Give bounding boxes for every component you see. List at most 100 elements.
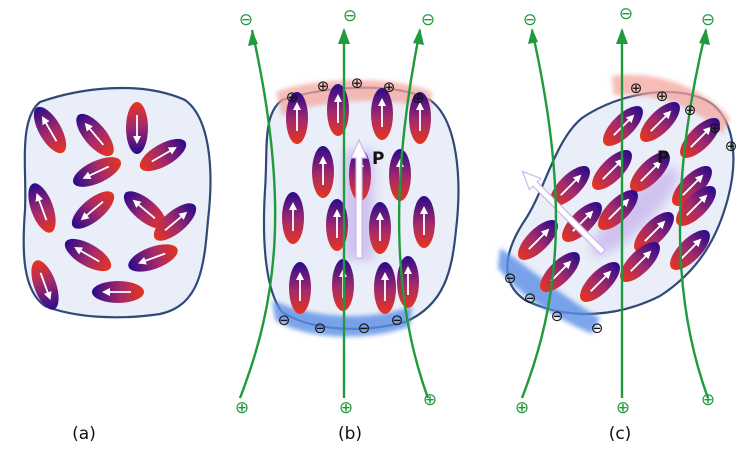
negative-charge-icon: ⊖ [701, 10, 715, 30]
molecules-random [28, 102, 197, 310]
dipole-arrow [142, 252, 166, 263]
dipole-molecule [374, 262, 396, 314]
dipole-molecule [92, 281, 144, 303]
negative-charge-icon: ⊖ [239, 10, 253, 30]
molecules-aligned-diagonal [518, 102, 720, 302]
dipole-molecule [128, 244, 178, 272]
positive-charge-icon: ⊕ [412, 89, 425, 107]
field-line-arrowhead [528, 28, 538, 44]
dipole-arrow [164, 214, 185, 232]
negative-charge-icon: ⊖ [524, 289, 537, 307]
dipole-arrow [43, 120, 58, 142]
positive-charge-icon: ⊕ [684, 101, 697, 119]
dipole-molecule [71, 191, 115, 229]
positive-charge-icon: ⊕ [383, 78, 396, 96]
dipole-arrow [550, 263, 569, 282]
dipole-arrow [690, 129, 709, 148]
positive-charge-icon: ⊕ [317, 77, 330, 95]
dipole-arrow [602, 161, 621, 180]
dipole-molecule [153, 203, 197, 241]
charge-symbols: ⊖⊖⊖⊕⊕⊕⊕⊕⊕⊕⊕⊖⊖⊖⊖ [235, 6, 437, 418]
polarization-label: P [657, 148, 669, 168]
negative-charge-icon: ⊖ [421, 10, 435, 30]
dipole-molecule [286, 92, 308, 144]
negative-surface-charge-band [272, 300, 412, 337]
polarization-glow [591, 168, 679, 256]
dipole-molecule [139, 138, 187, 172]
dipole-arrow [640, 163, 659, 182]
positive-charge-icon: ⊕ [339, 398, 353, 418]
dipole-molecule [123, 191, 167, 229]
dipole-molecule [371, 88, 393, 140]
dipole-molecule [126, 102, 148, 154]
dipole-arrow [630, 253, 649, 272]
polarization-arrow [521, 170, 606, 255]
dipole-arrow [644, 223, 663, 242]
dipole-arrow [686, 197, 705, 216]
dipole-molecule [369, 202, 391, 254]
dipole-molecule [634, 212, 674, 252]
field-line [678, 29, 710, 399]
negative-charge-icon: ⊖ [504, 269, 517, 287]
negative-charge-icon: ⊖ [391, 311, 404, 329]
dipole-arrow [560, 177, 579, 196]
positive-charge-icon: ⊕ [423, 390, 437, 410]
dipole-molecule [640, 102, 680, 142]
field-line [520, 29, 558, 399]
negative-charge-icon: ⊖ [358, 319, 371, 337]
dipole-arrow [37, 197, 48, 221]
dipole-molecule [630, 152, 670, 192]
dipole-molecule [326, 199, 348, 251]
panel-caption-a: (a) [72, 424, 96, 444]
dipole-molecule [282, 192, 304, 244]
dipole-molecule [409, 92, 431, 144]
dipole-molecule [64, 238, 112, 272]
dipole-arrow [680, 241, 699, 260]
panel-c: P ⊖⊖⊖⊕⊕⊕⊕⊕⊕⊕⊕⊖⊖⊖⊖ [498, 4, 737, 418]
dipole-molecule [31, 260, 59, 310]
dipole-molecule [289, 262, 311, 314]
field-line-arrowhead [248, 30, 258, 46]
dipole-molecule [676, 186, 716, 226]
positive-charge-icon: ⊕ [286, 88, 299, 106]
positive-charge-icon: ⊕ [515, 398, 529, 418]
polarization-label: P [372, 149, 384, 169]
dipole-molecule [327, 84, 349, 136]
dipole-arrow [87, 125, 105, 146]
panel-caption-b: (b) [337, 424, 363, 444]
dipole-molecule [550, 166, 590, 206]
dipole-molecule [540, 252, 580, 292]
field-line-arrowhead [413, 28, 424, 45]
positive-charge-icon: ⊕ [709, 119, 722, 137]
dipole-arrow [590, 273, 609, 292]
positive-charge-icon: ⊕ [725, 137, 738, 155]
field-line-arrowhead [616, 28, 628, 44]
dipole-molecule [312, 146, 334, 198]
negative-charge-icon: ⊖ [314, 319, 327, 337]
dipole-arrow [83, 200, 104, 218]
dipole-arrow [528, 231, 547, 250]
positive-charge-icon: ⊕ [630, 79, 643, 97]
positive-charge-icon: ⊕ [351, 74, 364, 92]
field-line [238, 29, 277, 399]
dipole-molecule [33, 106, 67, 154]
negative-charge-icon: ⊖ [343, 6, 357, 26]
field-line [397, 29, 430, 399]
dipole-molecule [28, 183, 56, 233]
dipole-molecule [680, 118, 720, 158]
positive-surface-charge-band [612, 74, 730, 134]
field-line-arrowhead [699, 28, 710, 45]
positive-surface-charge-band [276, 79, 432, 116]
negative-charge-icon: ⊖ [591, 319, 604, 337]
dipole-arrow [78, 248, 100, 263]
dipole-molecule [620, 242, 660, 282]
polarization-arrow [350, 138, 368, 259]
negative-charge-icon: ⊖ [278, 311, 291, 329]
dipole-arrow [135, 202, 156, 220]
positive-charge-icon: ⊕ [616, 398, 630, 418]
field-line-arrowhead [338, 28, 350, 44]
dipole-molecule [72, 157, 122, 187]
negative-charge-icon: ⊖ [523, 10, 537, 30]
negative-charge-icon: ⊖ [551, 307, 564, 325]
